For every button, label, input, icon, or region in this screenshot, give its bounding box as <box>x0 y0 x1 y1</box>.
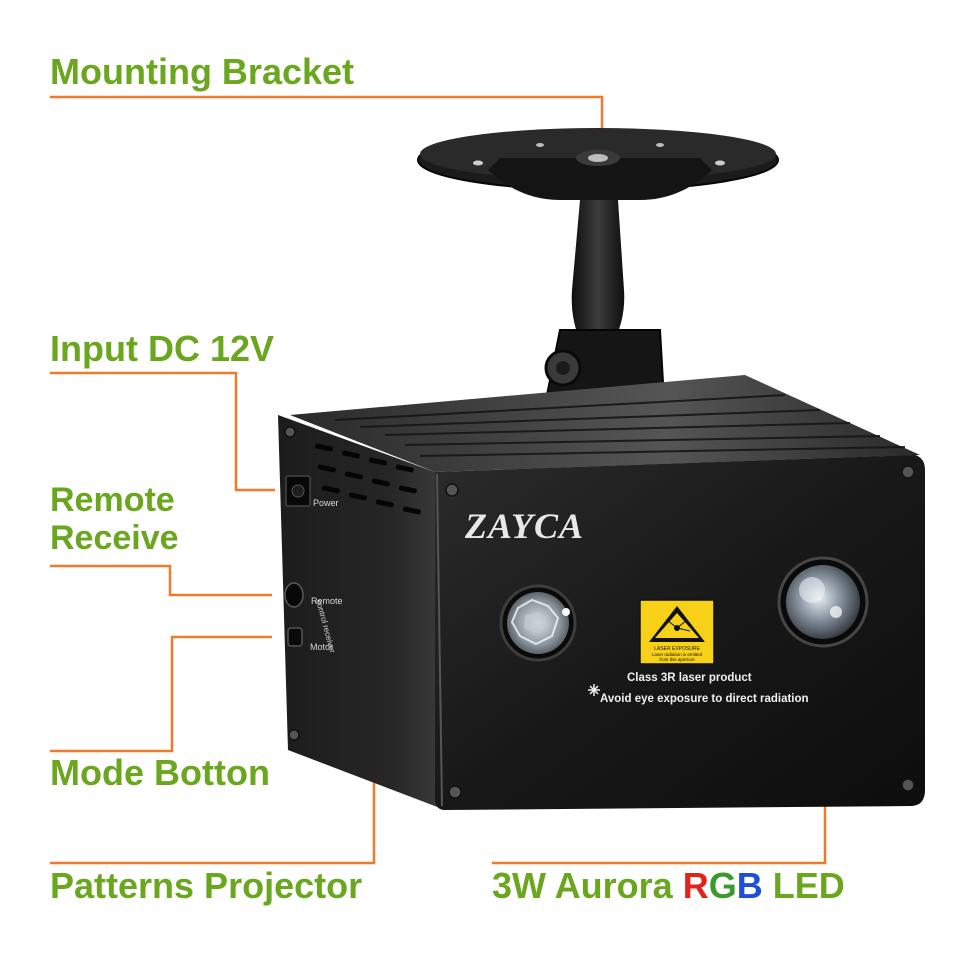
label-aurora-led: 3W Aurora RGB LED <box>492 866 845 906</box>
leader-mode-button <box>50 635 272 753</box>
sticker-line-1: LASER EXPOSURE <box>654 646 700 652</box>
label-remote-receive: Remote Receive <box>50 481 179 557</box>
label-patterns-projector: Patterns Projector <box>50 865 363 906</box>
brand-logo: ZAYCA <box>464 506 584 546</box>
label-remote-receive-line-1: Remote <box>50 481 175 519</box>
label-mounting-bracket: Mounting Bracket <box>50 51 355 92</box>
port-motor-text: Motor <box>310 642 333 652</box>
port-power-text: Power <box>313 498 339 508</box>
aurora-led-lens <box>777 556 869 648</box>
aurora-letter-g: G <box>708 865 737 906</box>
sticker-line-2: Laser radiation is emitted <box>652 652 703 657</box>
avoid-exposure-text: Avoid eye exposure to direct radiation <box>600 693 809 705</box>
leader-input-dc <box>50 371 275 492</box>
mounting-bracket <box>417 128 779 440</box>
label-mode-button: Mode Botton <box>50 752 270 793</box>
port-remote-text-1: Remote <box>311 596 343 606</box>
aurora-letter-r: R <box>682 865 709 906</box>
leader-mounting-bracket <box>50 95 604 128</box>
aurora-suffix: LED <box>762 865 845 906</box>
leader-remote-receive <box>50 564 272 597</box>
pattern-projector-aperture <box>499 584 577 662</box>
laser-warning-sticker: LASER EXPOSURE Laser radiation is emitte… <box>639 599 715 665</box>
aurora-letter-b: B <box>736 865 763 906</box>
housing <box>278 375 925 810</box>
laser-class-text: Class 3R laser product Avoid eye exposur… <box>588 672 809 705</box>
label-input-dc: Input DC 12V <box>50 328 275 369</box>
radiation-star-icon <box>588 684 600 696</box>
sticker-line-3: from this aperture <box>659 657 695 662</box>
aurora-prefix: 3W Aurora <box>492 865 683 906</box>
label-remote-receive-line-2: Receive <box>50 519 179 558</box>
class-3r-text: Class 3R laser product <box>627 672 752 684</box>
